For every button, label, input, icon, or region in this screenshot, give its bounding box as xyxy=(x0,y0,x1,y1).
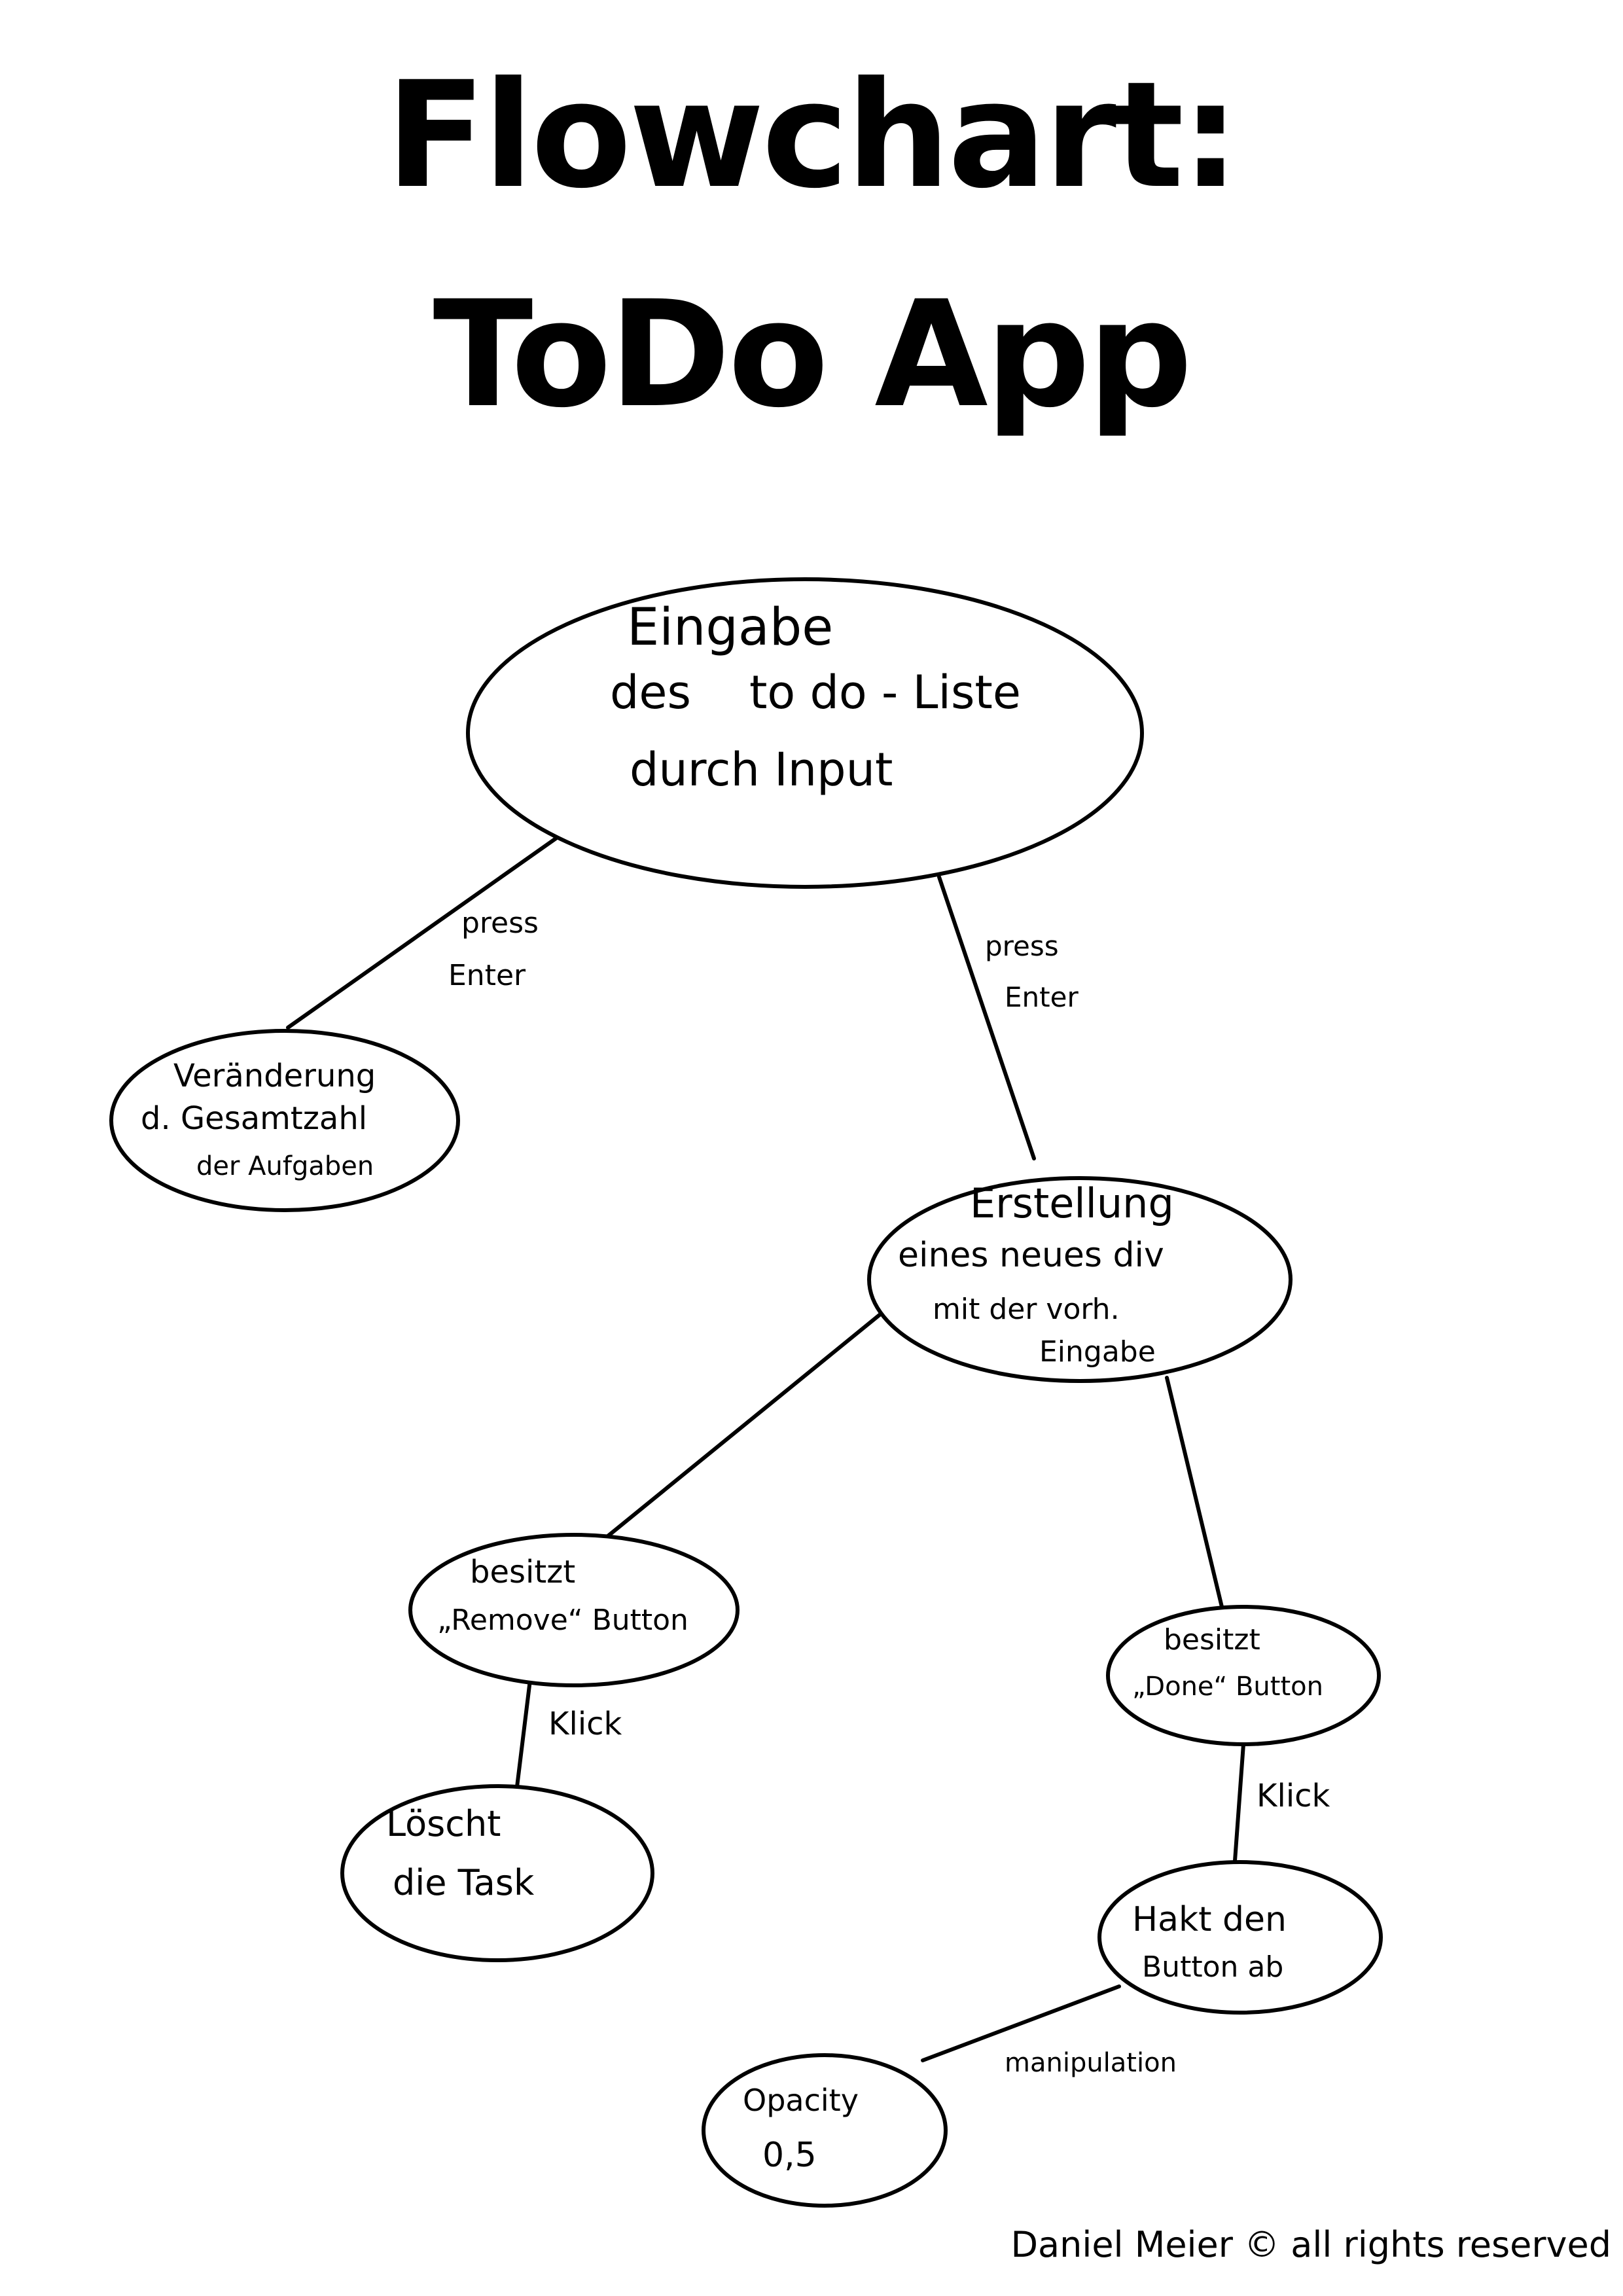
title-line-1: Flowchart: xyxy=(385,50,1240,221)
node-remove-button-line-2: „Remove“ Button xyxy=(437,1604,688,1637)
node-opacity xyxy=(702,2053,948,2208)
node-remove-button xyxy=(408,1533,740,1687)
node-create-div-line-4: Eingabe xyxy=(1039,1335,1156,1369)
node-done-button xyxy=(1106,1605,1381,1746)
node-input-text: Eingabe des to do - Liste durch Input xyxy=(610,598,1021,797)
edge-input-to-counter xyxy=(286,829,568,1030)
node-delete-task xyxy=(340,1784,654,1962)
edge-label-input-to-counter: press Enter xyxy=(448,906,539,992)
node-counter xyxy=(109,1029,460,1212)
edge-check-to-opacity xyxy=(921,1984,1121,2062)
node-input-line-3: durch Input xyxy=(630,743,893,797)
node-counter-text: Veränderung d. Gesamtzahl der Aufgaben xyxy=(141,1058,376,1181)
node-opacity-text: Opacity 0,5 xyxy=(743,2083,859,2175)
edge-label-input-to-create: press Enter xyxy=(985,930,1079,1013)
node-opacity-line-2: 0,5 xyxy=(762,2136,817,2175)
node-delete-task-text: Löscht die Task xyxy=(386,1803,535,1903)
node-counter-line-1: Veränderung xyxy=(173,1058,376,1094)
edge-label-press-right: press xyxy=(985,930,1059,962)
node-check-off-line-2: Button ab xyxy=(1142,1950,1283,1984)
node-check-off xyxy=(1097,1860,1383,2015)
node-create-div-text: Erstellung eines neues div mit der vorh.… xyxy=(898,1179,1174,1369)
node-check-off-text: Hakt den Button ab xyxy=(1132,1900,1287,1984)
edge-create-to-done xyxy=(1165,1376,1224,1609)
node-input xyxy=(466,577,1144,889)
node-create-div-line-1: Erstellung xyxy=(970,1179,1174,1227)
node-create-div-line-3: mit der vorh. xyxy=(933,1293,1120,1326)
node-delete-task-line-2: die Task xyxy=(393,1862,535,1903)
node-done-button-text: besitzt „Done“ Button xyxy=(1132,1623,1323,1702)
node-remove-button-line-1: besitzt xyxy=(470,1554,575,1590)
node-done-button-line-2: „Done“ Button xyxy=(1132,1672,1323,1702)
node-remove-button-text: besitzt „Remove“ Button xyxy=(437,1554,688,1637)
edge-label-klick-done: Klick xyxy=(1257,1778,1330,1814)
edge-label-klick-remove: Klick xyxy=(548,1706,622,1742)
node-opacity-line-1: Opacity xyxy=(743,2083,859,2118)
edge-label-enter-right: Enter xyxy=(1005,981,1079,1013)
node-done-button-line-1: besitzt xyxy=(1164,1623,1260,1657)
edge-input-to-create xyxy=(937,875,1036,1160)
node-counter-line-3: der Aufgaben xyxy=(196,1151,374,1181)
edge-done-to-check xyxy=(1233,1742,1245,1863)
title-line-2: ToDo App xyxy=(433,269,1193,440)
node-input-line-1: Eingabe xyxy=(627,598,833,657)
edge-create-to-remove xyxy=(603,1307,889,1540)
node-delete-task-line-1: Löscht xyxy=(386,1803,501,1844)
node-check-off-line-1: Hakt den xyxy=(1132,1900,1287,1939)
node-create-div-line-2: eines neues div xyxy=(898,1236,1164,1275)
edge-label-enter-left: Enter xyxy=(448,959,526,992)
node-input-line-2: des to do - Liste xyxy=(610,666,1021,719)
copyright-footer: Daniel Meier © all rights reserved xyxy=(1010,2224,1611,2265)
node-create-div xyxy=(867,1176,1293,1383)
edge-remove-to-delete xyxy=(515,1678,532,1789)
node-counter-line-2: d. Gesamtzahl xyxy=(141,1100,367,1137)
edge-label-manipulation: manipulation xyxy=(1005,2048,1177,2078)
edge-label-press-left: press xyxy=(461,906,539,940)
